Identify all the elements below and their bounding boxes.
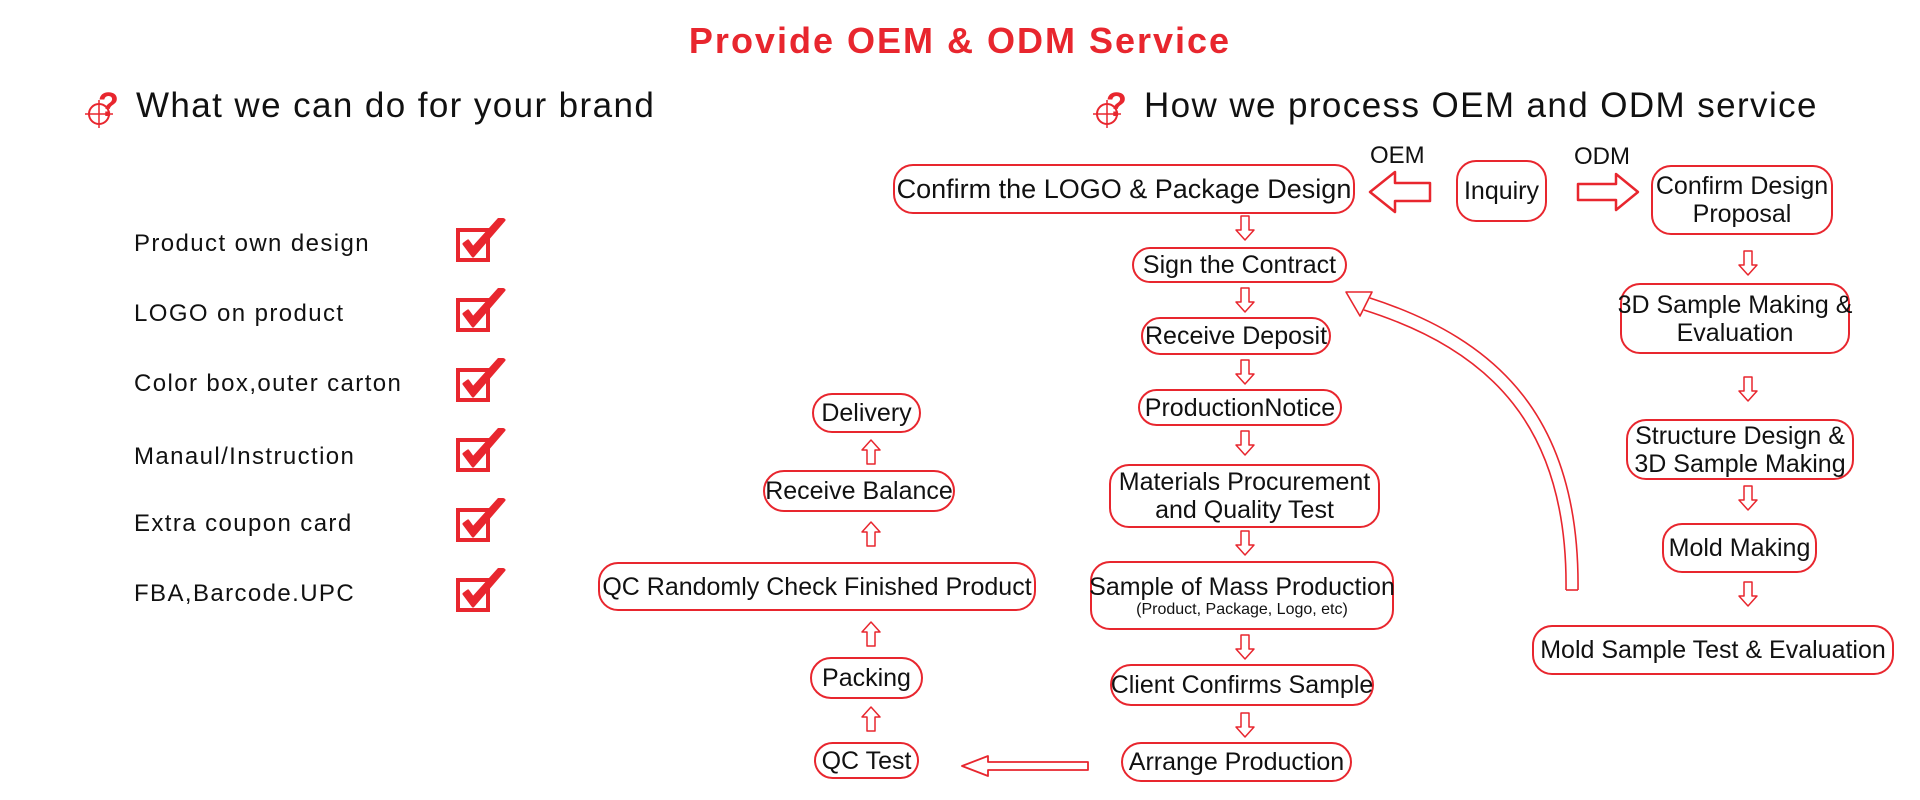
node-label: Inquiry	[1463, 177, 1540, 205]
node-label: QC Test	[821, 746, 912, 775]
arrow-up	[861, 706, 881, 732]
flow-node-arrange-production: Arrange Production	[1121, 742, 1352, 782]
flow-node-sample-mass-production: Sample of Mass Production (Product, Pack…	[1089, 561, 1395, 630]
node-label: ProductionNotice	[1144, 393, 1336, 422]
flow-node-receive-balance: Receive Balance	[763, 470, 955, 512]
arrow-down	[1235, 359, 1255, 385]
arrow-down	[1235, 287, 1255, 313]
flow-node-receive-deposit: Receive Deposit	[1141, 317, 1331, 355]
checkmark-icon	[456, 568, 506, 612]
flow-node-qc-random-check: QC Randomly Check Finished Product	[598, 562, 1036, 611]
checkmark-icon	[456, 288, 506, 332]
node-label: Packing	[822, 664, 911, 692]
node-label: Receive Deposit	[1144, 322, 1328, 350]
flow-node-confirm-logo-package: Confirm the LOGO & Package Design	[893, 164, 1355, 214]
oem-label: OEM	[1370, 142, 1425, 169]
flow-node-sign-contract: Sign the Contract	[1132, 247, 1347, 283]
node-label: Proposal	[1692, 200, 1792, 228]
flow-node-confirm-design-proposal: Confirm Design Proposal	[1651, 165, 1833, 235]
node-label: Materials Procurement	[1118, 468, 1371, 496]
arrow-up	[861, 621, 881, 647]
right-section-heading: How we process OEM and ODM service	[1144, 86, 1818, 125]
node-label: Sample of Mass Production	[1089, 572, 1395, 601]
checkmark-icon	[456, 498, 506, 542]
brand-item: Extra coupon card	[134, 510, 353, 537]
node-label: Mold Sample Test & Evaluation	[1540, 636, 1886, 664]
brand-item: FBA,Barcode.UPC	[134, 580, 356, 607]
arrow-up	[861, 521, 881, 547]
brand-item: Product own design	[134, 230, 370, 257]
flow-node-materials-procurement: Materials Procurement and Quality Test	[1109, 464, 1380, 528]
arrow-to-odm	[1576, 172, 1640, 212]
node-label: Delivery	[821, 399, 912, 427]
arrow-to-oem	[1368, 170, 1432, 214]
node-label: Arrange Production	[1128, 748, 1345, 776]
node-label: Structure Design &	[1635, 421, 1845, 450]
brand-item: LOGO on product	[134, 300, 345, 327]
arrow-down	[1738, 485, 1758, 511]
question-target-icon: ?	[1093, 86, 1127, 128]
node-label: Confirm the LOGO & Package Design	[896, 173, 1352, 204]
node-label: and Quality Test	[1155, 496, 1334, 524]
brand-item: Color box,outer carton	[134, 370, 403, 397]
arrow-down	[1235, 712, 1255, 738]
flow-node-production-notice: ProductionNotice	[1138, 389, 1342, 426]
left-section-heading: What we can do for your brand	[136, 86, 656, 125]
arrow-down	[1235, 634, 1255, 660]
arrow-down	[1235, 215, 1255, 241]
checkmark-icon	[456, 358, 506, 402]
flow-node-3d-sample-making: 3D Sample Making & Evaluation	[1617, 283, 1853, 354]
arrow-curve-to-contract	[1345, 291, 1579, 591]
question-target-icon: ?	[85, 86, 119, 128]
flow-node-packing: Packing	[810, 657, 923, 699]
node-label: Mold Making	[1668, 534, 1811, 562]
arrow-down	[1738, 581, 1758, 607]
flow-node-inquiry: Inquiry	[1456, 160, 1547, 222]
flow-node-delivery: Delivery	[812, 393, 921, 433]
page-title: Provide OEM & ODM Service	[688, 20, 1232, 61]
svg-text:?: ?	[98, 86, 119, 124]
node-label: Confirm Design	[1655, 172, 1829, 200]
flow-node-client-confirms-sample: Client Confirms Sample	[1110, 664, 1374, 706]
flow-node-structure-design: Structure Design & 3D Sample Making	[1626, 419, 1854, 480]
node-label: Sign the Contract	[1142, 251, 1337, 279]
node-label: Receive Balance	[765, 477, 953, 505]
node-label: 3D Sample Making	[1634, 449, 1846, 478]
node-label: 3D Sample Making &	[1617, 290, 1853, 319]
arrow-to-qc-test	[961, 755, 1089, 777]
node-label: Client Confirms Sample	[1110, 671, 1374, 699]
arrow-up	[861, 439, 881, 465]
arrow-down	[1235, 430, 1255, 456]
flow-node-mold-making: Mold Making	[1662, 523, 1817, 573]
checkmark-icon	[456, 428, 506, 472]
node-label: Evaluation	[1676, 318, 1794, 347]
arrow-down	[1738, 250, 1758, 276]
node-label: QC Randomly Check Finished Product	[602, 572, 1032, 601]
flow-node-mold-sample-test: Mold Sample Test & Evaluation	[1532, 625, 1894, 675]
odm-label: ODM	[1574, 143, 1630, 170]
node-sublabel: (Product, Package, Logo, etc)	[1136, 600, 1348, 618]
svg-text:?: ?	[1106, 86, 1127, 124]
arrow-down	[1738, 376, 1758, 402]
brand-item: Manaul/Instruction	[134, 443, 356, 470]
flow-node-qc-test: QC Test	[814, 742, 919, 779]
arrow-down	[1235, 530, 1255, 556]
checkmark-icon	[456, 218, 506, 262]
